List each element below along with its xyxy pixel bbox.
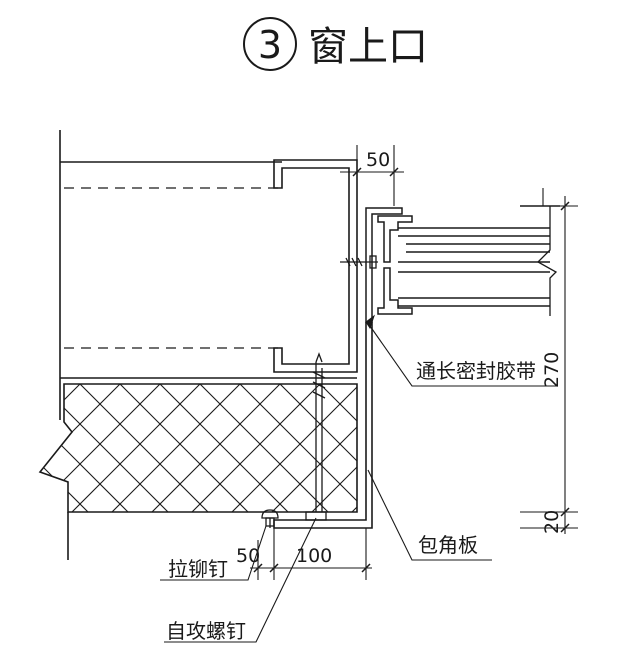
dim-height-bottom: 20 bbox=[541, 510, 563, 534]
dim-right bbox=[520, 188, 578, 534]
frame-screw bbox=[340, 255, 378, 269]
window-frame bbox=[365, 205, 560, 323]
title-circle bbox=[243, 17, 297, 71]
title-text: 窗上口 bbox=[308, 24, 428, 70]
dim-top-gap: 50 bbox=[366, 149, 390, 171]
leader-lines bbox=[160, 325, 556, 643]
label-rivet: 拉铆钉 bbox=[168, 557, 228, 581]
self-tapping-screw bbox=[305, 352, 327, 521]
label-corner-plate: 包角板 bbox=[418, 533, 478, 557]
rivet bbox=[261, 509, 279, 528]
dim-bottom-right: 100 bbox=[296, 545, 332, 567]
dim-bottom bbox=[250, 528, 372, 580]
label-screw: 自攻螺钉 bbox=[166, 619, 246, 643]
insulation-panel bbox=[38, 383, 358, 513]
wall-structure bbox=[59, 130, 357, 420]
insulation-outline bbox=[38, 383, 358, 513]
title-group: 3 窗上口 bbox=[243, 17, 428, 71]
label-sealant: 通长密封胶带 bbox=[416, 359, 536, 383]
steel-channel bbox=[273, 159, 358, 373]
title-number: 3 bbox=[258, 23, 282, 67]
dim-height-main: 270 bbox=[541, 352, 563, 388]
dim-top bbox=[340, 145, 404, 206]
